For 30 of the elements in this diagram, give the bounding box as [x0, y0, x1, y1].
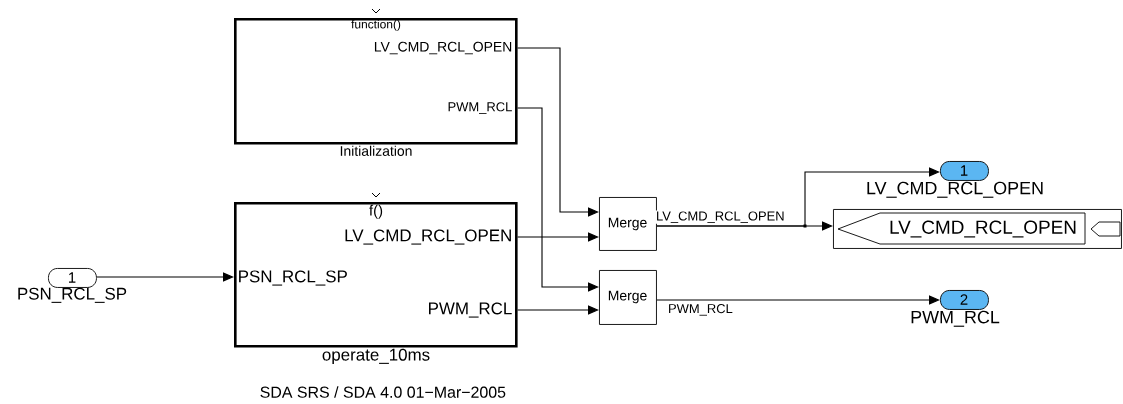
- node-label: LV_CMD_RCL_OPEN: [345, 229, 511, 245]
- merge-block: Merge: [599, 197, 657, 251]
- connector-arrow: [656, 295, 940, 305]
- outport-block: 1: [940, 161, 989, 181]
- block-label: PWM_RCL: [911, 310, 1000, 327]
- connector-arrow: [656, 167, 940, 227]
- outport-block: 2: [940, 290, 989, 310]
- edge-label: PWM_RCL: [667, 303, 734, 317]
- node-label: PWM_RCL: [448, 102, 512, 114]
- node-label: PSN_RCL_SP: [239, 270, 347, 286]
- subsystem-block: f() LV_CMD_RCL_OPEN PSN_RCL_SP PWM_RCL: [234, 202, 518, 348]
- connector-arrow: [517, 107, 599, 292]
- connector-arrow: [517, 47, 599, 217]
- node-label: LV_CMD_RCL_OPEN: [374, 41, 512, 55]
- node-label: function(): [351, 19, 401, 31]
- connector-arrow: [517, 305, 599, 315]
- inport-block: 1: [48, 268, 97, 288]
- edge-label: LV_CMD_RCL_OPEN: [655, 210, 786, 224]
- goto-block: LV_CMD_RCL_OPEN: [833, 209, 1122, 249]
- connector-arrow: [517, 232, 599, 242]
- block-label: LV_CMD_RCL_OPEN: [867, 181, 1043, 198]
- node-label: f(): [369, 204, 383, 219]
- merge-block: Merge: [599, 270, 657, 325]
- block-label: operate_10ms: [322, 348, 430, 365]
- footer-note: SDA SRS / SDA 4.0 01−Mar−2005: [260, 386, 506, 398]
- block-label: Initialization: [340, 145, 412, 156]
- block-label: PSN_RCL_SP: [18, 287, 127, 303]
- subsystem-block: function() LV_CMD_RCL_OPEN PWM_RCL: [234, 18, 518, 145]
- node-label: PWM_RCL: [429, 302, 512, 318]
- connector-arrow: [96, 272, 234, 282]
